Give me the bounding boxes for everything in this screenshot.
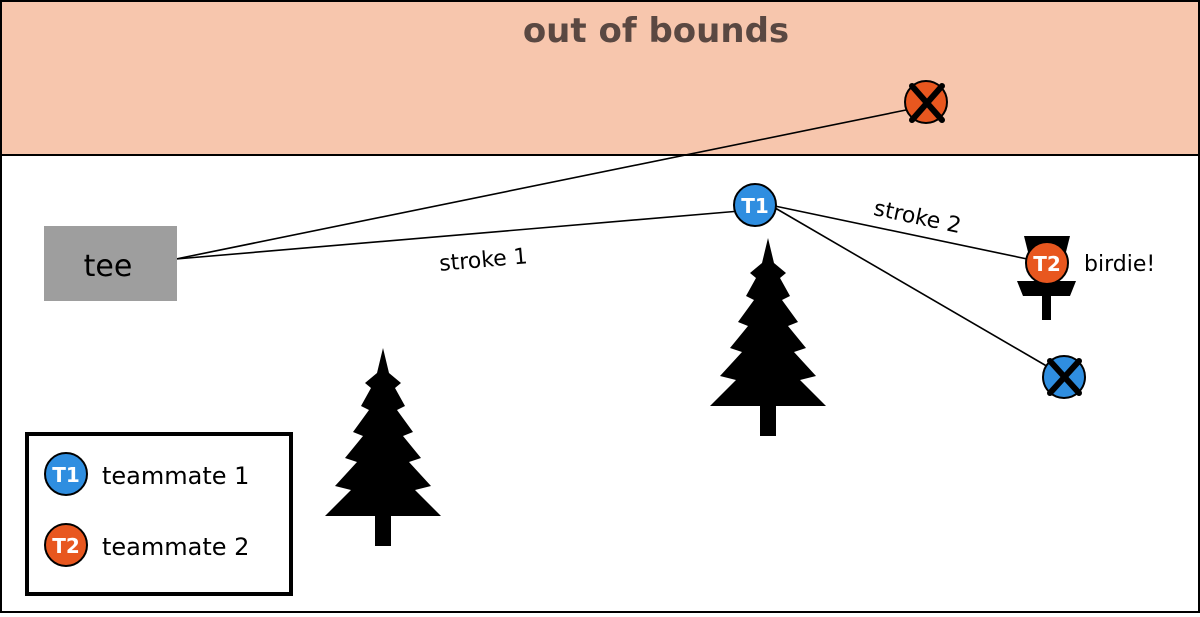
stroke2-line bbox=[769, 204, 1033, 261]
t2-badge-label: T2 bbox=[1033, 252, 1061, 276]
legend-item-teammate1: T1 teammate 1 bbox=[44, 452, 249, 496]
birdie-label: birdie! bbox=[1084, 252, 1155, 277]
crossed-out-teammate1-disc bbox=[1042, 355, 1086, 399]
legend-badge: T1 bbox=[52, 463, 80, 487]
out-of-bounds-zone bbox=[2, 2, 1198, 155]
legend-item-teammate2: T2 teammate 2 bbox=[44, 523, 249, 567]
legend-badge: T2 bbox=[52, 534, 80, 558]
missed-throw-line bbox=[769, 204, 1051, 369]
legend: T1 teammate 1 T2 teammate 2 bbox=[25, 432, 293, 596]
teammate2-marker: T2 bbox=[1025, 241, 1069, 285]
tee-label: tee bbox=[84, 249, 133, 284]
tee-box bbox=[44, 226, 177, 301]
ob-throw-line bbox=[175, 109, 907, 260]
legend-label: teammate 2 bbox=[102, 533, 249, 561]
legend-label: teammate 1 bbox=[102, 462, 249, 490]
stroke1-line bbox=[175, 210, 741, 260]
out-of-bounds-title: out of bounds bbox=[523, 11, 789, 51]
crossed-out-teammate2-disc bbox=[904, 80, 948, 124]
teammate1-marker: T1 bbox=[733, 183, 777, 227]
t1-badge-label: T1 bbox=[741, 194, 769, 218]
